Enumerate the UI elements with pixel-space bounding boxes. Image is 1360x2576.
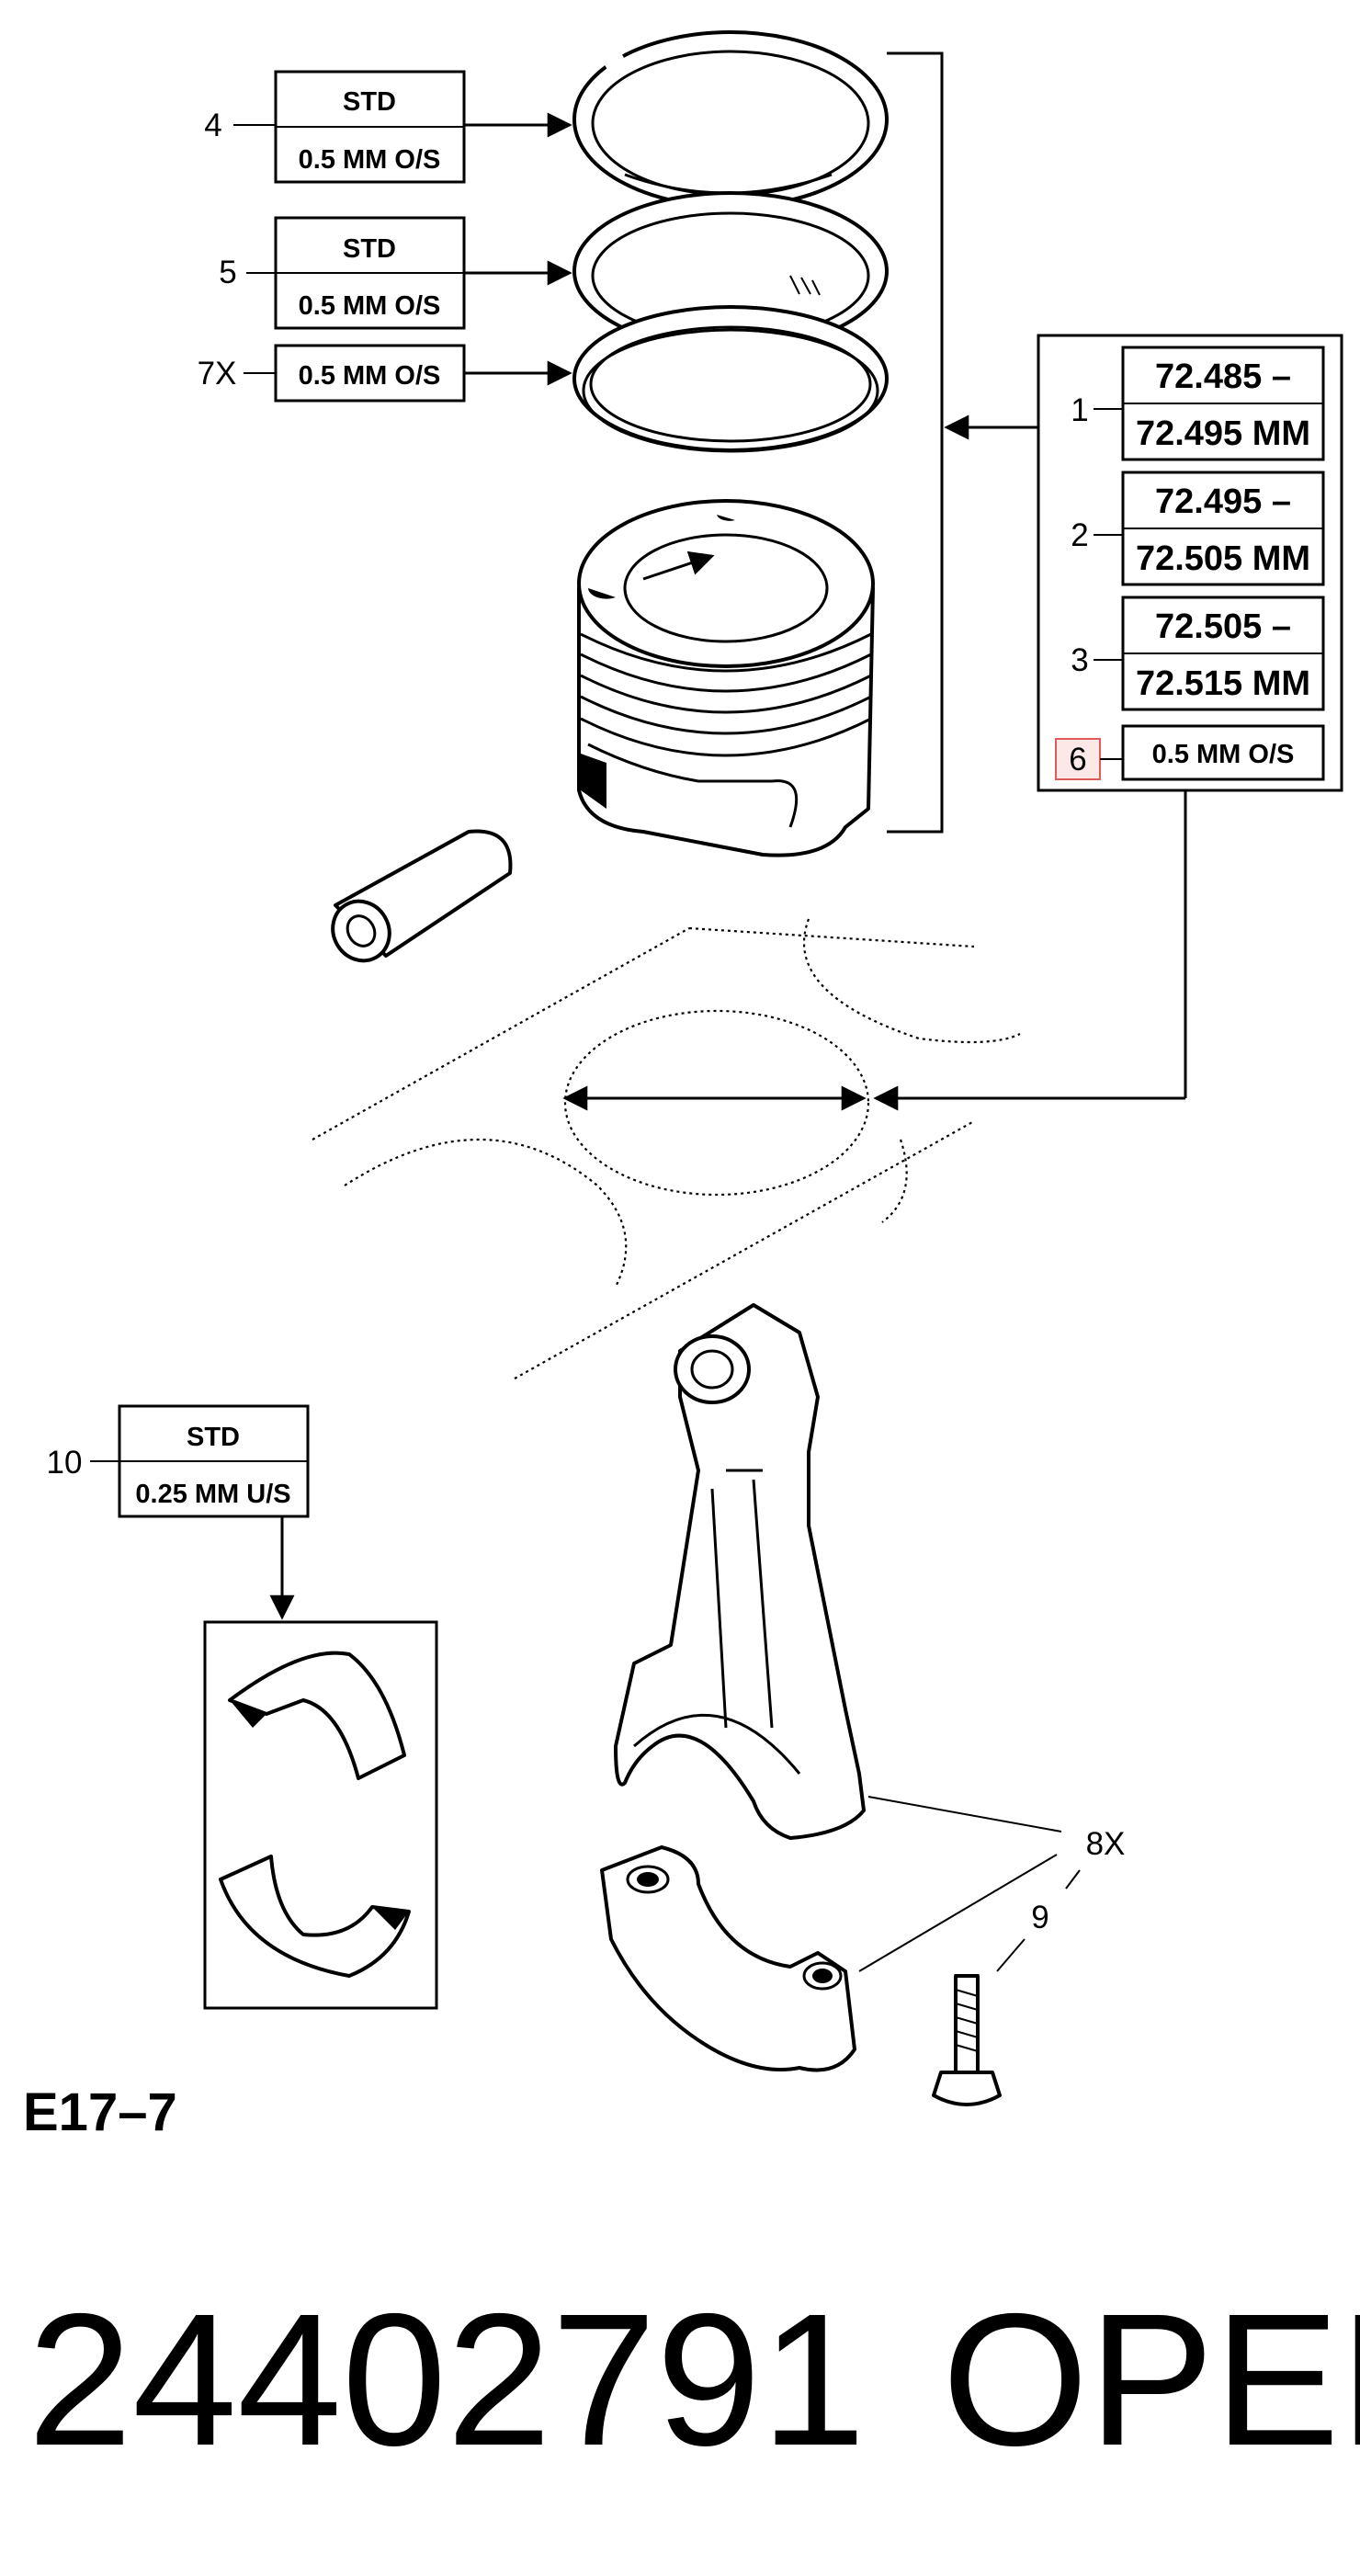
- bore-oversize-label: 0.5 MM O/S: [1152, 740, 1295, 769]
- callout-bolt-number: 9: [1031, 1900, 1048, 1935]
- bore-oversize: 6 0.5 MM O/S: [1055, 724, 1325, 781]
- callout-os-label: 0.5 MM O/S: [299, 291, 441, 321]
- callout-ring-oil: 7X 0.5 MM O/S: [198, 344, 572, 403]
- bore-size-range-from: 72.505 –: [1155, 607, 1291, 646]
- callout-std-label: STD: [343, 87, 396, 117]
- bore-size-2: 2 72.495 – 72.505 MM: [1071, 471, 1325, 586]
- rod-bolt: [932, 1974, 1002, 2106]
- bore-size-range-from: 72.495 –: [1155, 482, 1291, 521]
- bore-size-number: 1: [1071, 392, 1088, 428]
- figure-code: E17–7: [23, 2082, 177, 2142]
- bore-size-3: 3 72.505 – 72.515 MM: [1071, 596, 1325, 711]
- callout-os-label: 0.5 MM O/S: [299, 145, 441, 175]
- bore-size-range-from: 72.485 –: [1155, 357, 1291, 396]
- callout-bearing: 10 STD 0.25 MM U/S: [47, 1404, 310, 1518]
- callout-us-label: 0.25 MM U/S: [135, 1480, 290, 1509]
- bore-size-number: 2: [1071, 517, 1088, 553]
- brand-name: OPEL: [942, 2275, 1360, 2485]
- callout-number: 7X: [198, 356, 237, 392]
- connecting-rod: [614, 1303, 866, 1840]
- callout-ring-second: 5 STD 0.5 MM O/S: [219, 216, 572, 330]
- leader-lines-lower: [858, 1796, 1081, 1972]
- callout-os-label: 0.5 MM O/S: [299, 361, 441, 391]
- piston-ring-oil: [572, 305, 889, 453]
- rings-piston-bracket: [887, 51, 1038, 834]
- callout-ring-top: 4 STD 0.5 MM O/S: [204, 70, 572, 184]
- callout-std-label: STD: [343, 234, 396, 264]
- bore-dimension-arrow: [562, 790, 1187, 1111]
- bore-size-range-to: 72.515 MM: [1136, 664, 1310, 703]
- callout-number: 4: [204, 108, 221, 143]
- part-number: 24402791: [28, 2275, 866, 2485]
- callout-number: 10: [47, 1445, 83, 1481]
- piston: [577, 499, 875, 857]
- callout-number: 5: [219, 255, 236, 290]
- bore-size-number: 3: [1071, 642, 1088, 678]
- bore-size-range-to: 72.495 MM: [1136, 414, 1310, 453]
- piston-pin: [331, 829, 513, 963]
- bore-size-table: 1 72.485 – 72.495 MM 2 72.495 – 72.505 M…: [1037, 334, 1343, 792]
- piston-ring-top: [572, 30, 889, 209]
- cylinder-bores: [312, 918, 1021, 1379]
- bore-oversize-number: 6: [1069, 742, 1086, 777]
- callout-std-label: STD: [187, 1423, 240, 1452]
- bore-size-range-to: 72.505 MM: [1136, 539, 1310, 578]
- bearing-shells-box: [203, 1620, 438, 2010]
- callout-conrod-number: 8X: [1086, 1826, 1126, 1862]
- connecting-rod-cap: [600, 1845, 856, 2072]
- bore-size-1: 1 72.485 – 72.495 MM: [1071, 346, 1325, 461]
